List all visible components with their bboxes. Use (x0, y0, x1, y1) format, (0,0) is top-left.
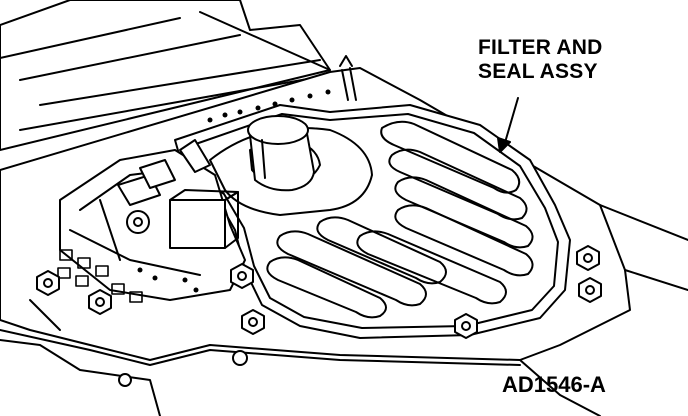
bolt (230, 263, 254, 289)
filter-ribs (266, 120, 534, 319)
bolt (454, 313, 478, 339)
plate-holes (57, 249, 143, 303)
gasket-dots (137, 89, 331, 293)
filter-seal-callout: FILTER AND SEAL ASSY (478, 36, 638, 84)
bolt (241, 309, 265, 335)
bolt (576, 245, 600, 271)
locating-pin (339, 55, 357, 101)
valve-body (57, 89, 331, 303)
bolt (88, 289, 112, 315)
figure-id: AD1546-A (502, 372, 606, 397)
solenoid-block (169, 199, 226, 249)
bolt (118, 373, 132, 387)
upper-housing (0, 0, 331, 151)
bolt (36, 270, 60, 296)
callout-line-2: SEAL ASSY (478, 60, 598, 83)
bolts (36, 245, 602, 387)
filter-neck-cylinder (247, 115, 315, 192)
valve-fitting (126, 210, 150, 234)
bolt (578, 277, 602, 303)
callout-leader (497, 97, 519, 153)
callout-line-1: FILTER AND (478, 36, 603, 59)
bolt (232, 350, 248, 366)
